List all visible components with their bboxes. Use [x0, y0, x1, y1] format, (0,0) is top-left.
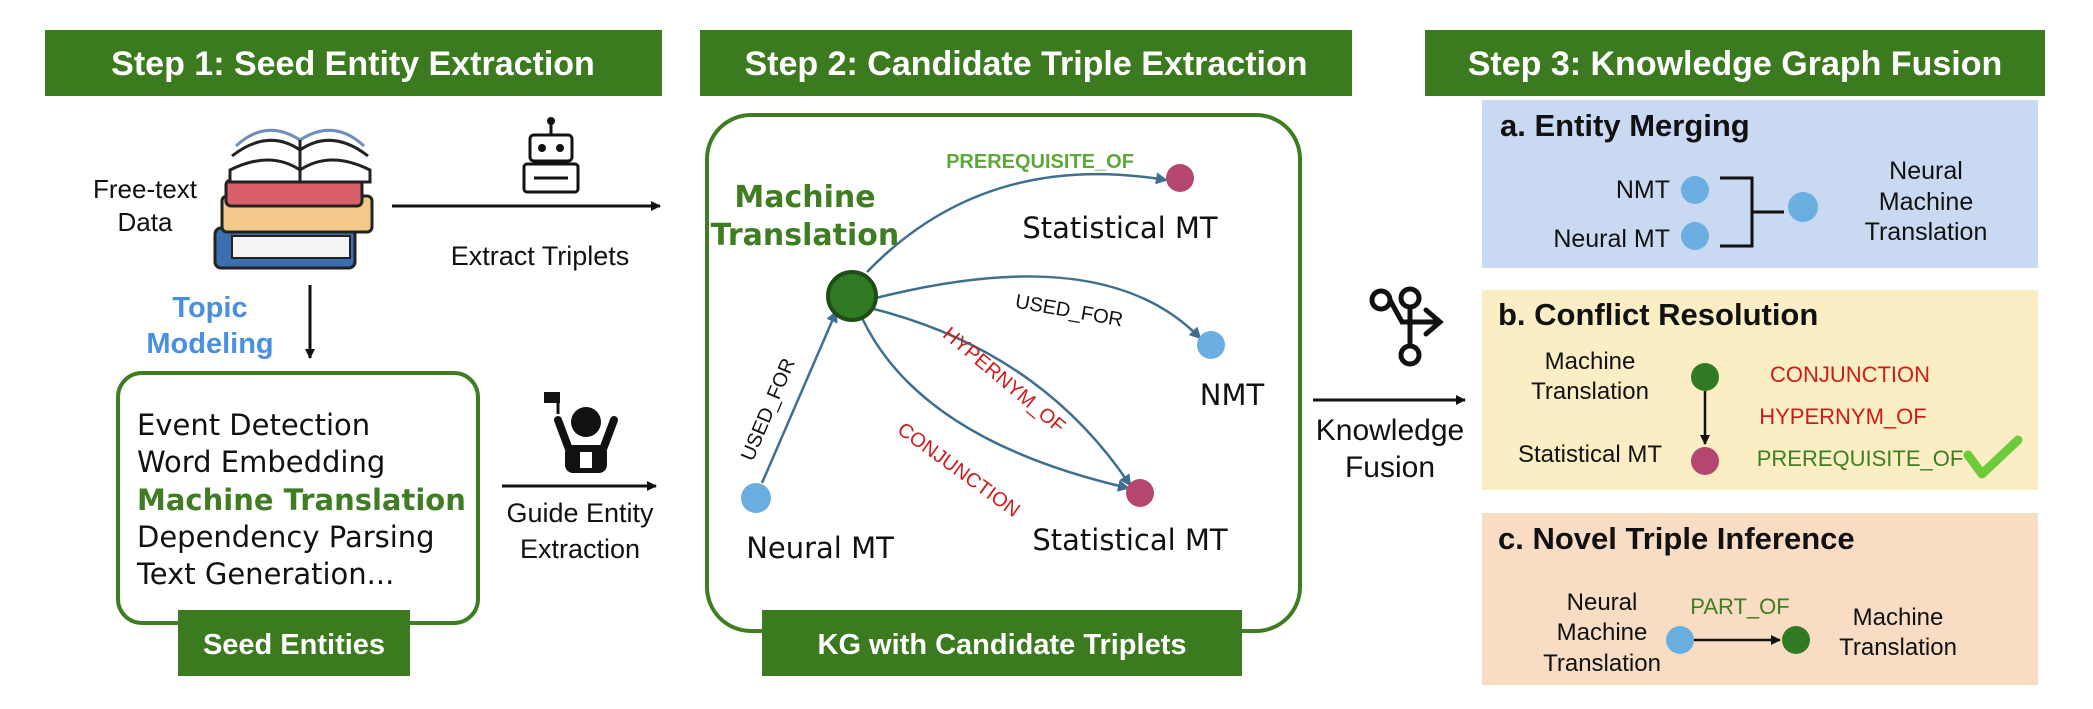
panel-c-machine-2: Translation [1839, 634, 1957, 661]
panel-a-node-nmt [1681, 176, 1709, 204]
panel-a-merged-2: Machine [1879, 188, 1974, 216]
panel-a-nmt: NMT [1616, 176, 1670, 204]
panel-c-relation: PART_OF [1690, 594, 1789, 619]
panel-b-hypernym: HYPERNYM_OF [1759, 404, 1926, 429]
books-icon [213, 128, 374, 270]
seed-entities-label: Seed Entities [203, 629, 385, 661]
panel-a-neural: Neural MT [1553, 225, 1670, 253]
edge-used-for-nmt [875, 275, 1202, 340]
panel-b-machine-2: Translation [1531, 378, 1649, 405]
step1-header [45, 30, 662, 96]
edge-used-for-neural [760, 310, 838, 484]
panel-novel-triple [1482, 513, 2038, 685]
panel-conflict-resolution [1482, 290, 2038, 490]
node-machine-translation [826, 270, 878, 322]
statistical-bottom-label: Statistical MT [1032, 523, 1228, 557]
neural-label: Neural MT [746, 531, 894, 565]
robot-icon [522, 117, 580, 194]
free-text-label-2: Data [118, 207, 173, 237]
panel-b-node-statistical [1691, 447, 1719, 475]
check-icon [1963, 435, 2023, 479]
seed-entity-4: Dependency Parsing [137, 520, 435, 554]
merge-bracket [1720, 176, 1784, 248]
relation-prerequisite: PREREQUISITE_OF [946, 151, 1134, 173]
panel-a-node-merged [1788, 192, 1818, 222]
node-statistical-top [1166, 164, 1194, 192]
fusion-icon [1369, 286, 1444, 367]
free-text-label-1: Free-text [93, 174, 198, 204]
guide-label-2: Extraction [520, 534, 640, 564]
panel-b-machine-1: Machine [1545, 348, 1636, 375]
panel-c-neural-2: Machine [1557, 619, 1648, 646]
step3-title: Step 3: Knowledge Graph Fusion [1468, 45, 2003, 83]
panel-b-prerequisite: PREREQUISITE_OF [1757, 446, 1964, 471]
panel-b-conjunction: CONJUNCTION [1770, 362, 1930, 387]
edge-hypernym [869, 306, 1132, 487]
seed-entities-label-box [178, 610, 410, 676]
step3-header [1425, 30, 2045, 96]
node-neural [741, 483, 771, 513]
topic-label-2: Modeling [146, 328, 273, 360]
panel-c-title: c. Novel Triple Inference [1498, 521, 1855, 556]
panel-a-title: a. Entity Merging [1500, 108, 1750, 143]
center-node-label-1: Machine [734, 180, 875, 215]
panel-b-title: b. Conflict Resolution [1498, 297, 1818, 332]
step1-title: Step 1: Seed Entity Extraction [111, 45, 595, 83]
edge-prerequisite [866, 172, 1168, 273]
panel-a-merged-3: Translation [1865, 218, 1988, 246]
panel-b-node-machine [1691, 363, 1719, 391]
panel-a-merged-1: Neural [1889, 157, 1963, 185]
extract-label: Extract Triplets [451, 241, 630, 271]
panel-c-machine-1: Machine [1853, 604, 1944, 631]
panel-entity-merging [1482, 100, 2038, 268]
kg-label-box [762, 610, 1242, 676]
statistical-top-label: Statistical MT [1022, 211, 1218, 245]
guide-person-icon [544, 392, 618, 473]
center-node-label-2: Translation [711, 218, 900, 253]
topic-label-1: Topic [172, 292, 247, 324]
panel-c-node-machine [1782, 626, 1810, 654]
edge-conjunction [860, 317, 1130, 492]
node-nmt [1197, 331, 1225, 359]
panel-c-neural-1: Neural [1567, 589, 1638, 616]
seed-entity-1: Event Detection [137, 408, 370, 442]
panel-b-statistical: Statistical MT [1518, 441, 1662, 468]
step2-header [700, 30, 1352, 96]
seed-entity-3: Machine Translation [137, 483, 466, 517]
panel-c-node-neural [1666, 626, 1694, 654]
fusion-label-1: Knowledge [1316, 414, 1464, 447]
panel-a-node-neural [1681, 222, 1709, 250]
step2-title: Step 2: Candidate Triple Extraction [744, 45, 1307, 83]
seed-entity-2: Word Embedding [137, 445, 385, 479]
panel-c-neural-3: Translation [1543, 650, 1661, 677]
fusion-label-2: Fusion [1345, 451, 1435, 484]
nmt-label: NMT [1200, 378, 1265, 412]
kg-label: KG with Candidate Triplets [818, 629, 1187, 661]
node-statistical-bottom [1126, 479, 1154, 507]
guide-label-1: Guide Entity [506, 498, 654, 528]
seed-entity-5: Text Generation... [136, 557, 394, 591]
